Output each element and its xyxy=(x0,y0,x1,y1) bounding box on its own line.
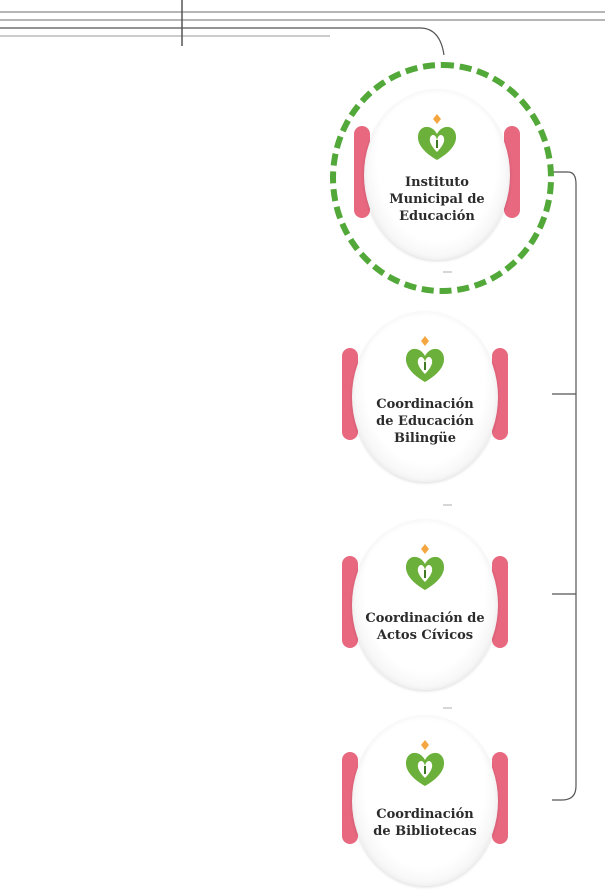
node-label: Coordinación de Bibliotecas xyxy=(362,806,488,840)
node-coordinacion-actos-civicos[interactable]: Coordinación de Actos Cívicos xyxy=(340,520,510,690)
label-line: Actos Cívicos xyxy=(376,628,474,643)
bracket-right xyxy=(492,556,508,648)
bracket-right xyxy=(492,348,508,440)
sprout-logo-icon xyxy=(405,544,445,590)
node-coordinacion-educacion-bilingue[interactable]: Coordinación de Educación Bilingüe xyxy=(340,312,510,482)
sprout-logo-icon xyxy=(405,740,445,786)
node-coordinacion-bibliotecas[interactable]: Coordinación de Bibliotecas xyxy=(340,716,510,886)
sprout-logo-icon xyxy=(405,336,445,382)
label-line: Coordinación xyxy=(376,397,474,412)
label-line: Coordinación de xyxy=(365,611,485,626)
label-line: Bilingüe xyxy=(393,431,457,446)
label-line: de Bibliotecas xyxy=(373,824,477,839)
bracket-right xyxy=(492,752,508,844)
node-label: Coordinación de Educación Bilingüe xyxy=(362,396,488,447)
label-line: Coordinación xyxy=(376,807,474,822)
node-label: Coordinación de Actos Cívicos xyxy=(362,610,488,644)
label-line: de Educación xyxy=(376,414,474,429)
highlight-dashed-circle xyxy=(330,62,554,294)
